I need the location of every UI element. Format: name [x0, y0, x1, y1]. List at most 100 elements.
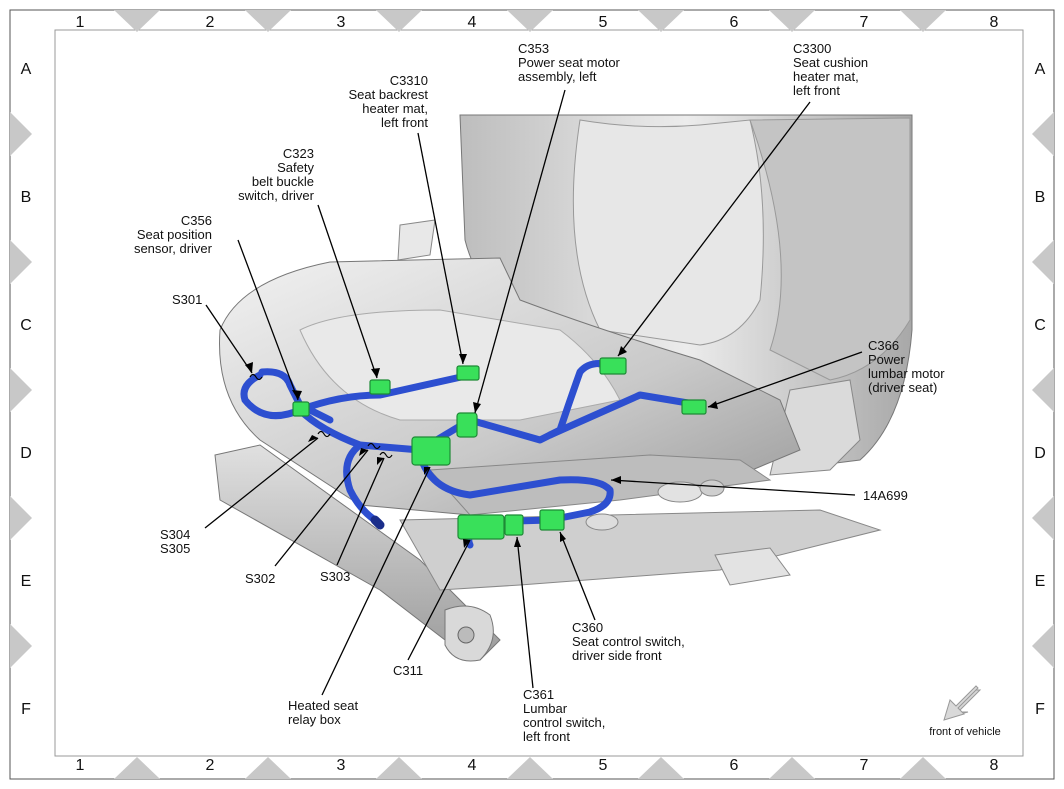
- grid-row-label-right: B: [1035, 189, 1046, 206]
- seat-illustration: [214, 114, 913, 662]
- grid-row-label-left: E: [21, 573, 32, 590]
- callout-line: C3310: [390, 73, 428, 88]
- callout-line: Safety: [277, 160, 314, 175]
- callout-line: heater mat,: [362, 101, 428, 116]
- callout-line: S301: [172, 292, 202, 307]
- callout-line: 14A699: [863, 488, 908, 503]
- connectors: [292, 357, 707, 540]
- callout-line: sensor, driver: [134, 241, 213, 256]
- grid-col-label-bottom: 8: [990, 757, 999, 774]
- grid-row-label-left: A: [21, 61, 32, 78]
- seat-bracket: [714, 547, 791, 586]
- connector-c361: [504, 514, 524, 536]
- grid-col-label-bottom: 2: [206, 757, 215, 774]
- heated-seat-relay-box: [411, 436, 451, 466]
- callout-s301: S301: [172, 292, 202, 307]
- connector-c311: [457, 514, 505, 540]
- border-diamonds: [10, 10, 1054, 779]
- callout-line: S304: [160, 527, 190, 542]
- splice-s302: [367, 442, 381, 450]
- grid-col-label-top: 1: [76, 14, 85, 31]
- splice-s304-s305: [317, 430, 331, 438]
- grid-row-label-right: F: [1035, 701, 1045, 718]
- callout-line: belt buckle: [252, 174, 314, 189]
- grid-row-labels-right: A B C D E F: [1034, 61, 1046, 718]
- front-arrow-icon: [943, 685, 979, 721]
- grid-col-label-top: 4: [468, 14, 477, 31]
- callout-line: control switch,: [523, 715, 605, 730]
- grid-row-label-right: C: [1034, 317, 1046, 334]
- callout-line: C323: [283, 146, 314, 161]
- callout-line: C356: [181, 213, 212, 228]
- grid-row-label-right: D: [1034, 445, 1046, 462]
- grid-col-label-top: 2: [206, 14, 215, 31]
- grid-column-labels-bottom: 1 2 3 4 5 6 7 8: [76, 757, 999, 774]
- grid-row-label-left: C: [20, 317, 32, 334]
- callout-c311: C311: [393, 663, 423, 678]
- grid-col-label-top: 5: [599, 14, 608, 31]
- callout-line: C353: [518, 41, 549, 56]
- callout-line: Lumbar: [523, 701, 568, 716]
- front-of-vehicle-indicator: front of vehicle: [929, 685, 1001, 738]
- callout-line: C3300: [793, 41, 831, 56]
- callout-line: C311: [393, 663, 423, 678]
- callout-line: C361: [523, 687, 554, 702]
- callout-line: Power seat motor: [518, 55, 621, 70]
- connector-c356: [292, 401, 310, 417]
- grid-col-label-top: 8: [990, 14, 999, 31]
- grid-col-label-bottom: 5: [599, 757, 608, 774]
- grid-col-label-bottom: 6: [730, 757, 739, 774]
- connector-c3310: [456, 365, 480, 381]
- callout-line: Seat control switch,: [572, 634, 685, 649]
- callout-line: Seat position: [137, 227, 212, 242]
- callout-line: Power: [868, 352, 906, 367]
- callout-line: left front: [793, 83, 840, 98]
- callout-line: driver side front: [572, 648, 662, 663]
- callout-line: heater mat,: [793, 69, 859, 84]
- connector-c323: [369, 379, 391, 395]
- grid-row-label-right: E: [1035, 573, 1046, 590]
- connector-c353: [456, 412, 478, 438]
- callout-s302: S302: [245, 571, 275, 586]
- seat-rail-left: [214, 444, 501, 661]
- grid-col-label-bottom: 1: [76, 757, 85, 774]
- grid-row-label-right: A: [1035, 61, 1046, 78]
- grid-col-label-bottom: 7: [860, 757, 869, 774]
- grid-col-label-top: 7: [860, 14, 869, 31]
- callout-line: C360: [572, 620, 603, 635]
- splice-s301: [249, 373, 263, 381]
- grid-col-label-bottom: 3: [337, 757, 346, 774]
- callout-line: C366: [868, 338, 899, 353]
- connector-c360: [539, 509, 565, 531]
- grid-col-label-bottom: 4: [468, 757, 477, 774]
- leader-arrowheads: [245, 346, 718, 548]
- connector-c3300: [599, 357, 627, 375]
- grid-row-label-left: F: [21, 701, 31, 718]
- callout-s303: S303: [320, 569, 350, 584]
- callout-line: lumbar motor: [868, 366, 945, 381]
- callout-line: (driver seat): [868, 380, 937, 395]
- callout-line: assembly, left: [518, 69, 597, 84]
- leader-lines: [204, 89, 863, 696]
- callout-line: left front: [381, 115, 428, 130]
- callout-line: S305: [160, 541, 190, 556]
- callout-line: Seat cushion: [793, 55, 868, 70]
- connector-c366: [681, 399, 707, 415]
- grid-col-label-top: 6: [730, 14, 739, 31]
- front-of-vehicle-label: front of vehicle: [929, 726, 1001, 738]
- callout-line: S302: [245, 571, 275, 586]
- callout-line: relay box: [288, 712, 341, 727]
